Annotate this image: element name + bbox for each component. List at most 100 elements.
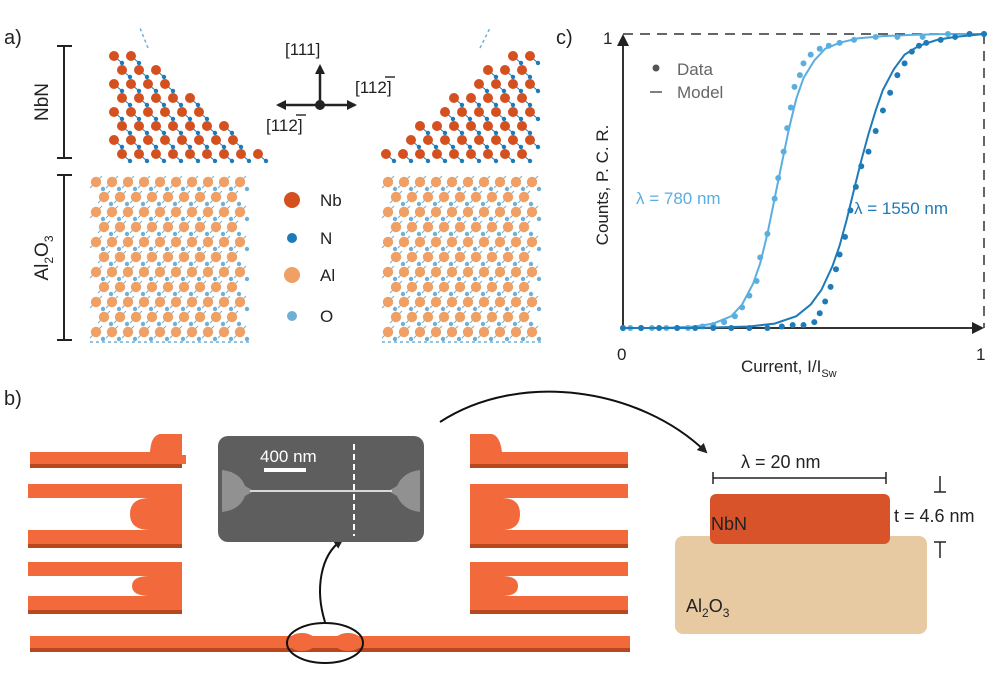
al-atom [202, 296, 214, 308]
al-atom [414, 296, 426, 308]
al-atom [406, 221, 418, 233]
data-point-1 [674, 325, 681, 331]
al-atom [210, 281, 222, 293]
n-atom [510, 130, 516, 136]
data-point-0 [800, 60, 807, 67]
o-atom [148, 186, 154, 192]
al-atom [186, 326, 198, 338]
n-atom [450, 144, 456, 150]
o-atom [392, 246, 398, 252]
n-atom [527, 102, 533, 108]
o-atom [432, 291, 438, 297]
n-atom [153, 116, 159, 122]
al-atom [202, 176, 214, 188]
nb-atom [109, 107, 119, 117]
panel-a: a) NbN Al2O3 [111] [112] [4, 27, 542, 343]
o-atom [212, 306, 218, 312]
nb-atom [500, 149, 510, 159]
nb-atom [483, 121, 493, 131]
data-point-1 [937, 36, 944, 43]
o-atom [212, 246, 218, 252]
o-atom [512, 201, 518, 207]
n-atom [119, 60, 125, 66]
al-atom [114, 221, 126, 233]
substrate-bracket [57, 174, 72, 341]
al-atom [382, 236, 394, 248]
al-atom [218, 296, 230, 308]
crystal-lattice-left [89, 27, 269, 343]
n-atom [136, 60, 142, 66]
al-atom [398, 326, 410, 338]
o-atom [504, 276, 510, 282]
al-atom [98, 251, 110, 263]
o-atom [236, 201, 242, 207]
nb-atom [168, 121, 178, 131]
nbn-film-block [710, 494, 890, 544]
al-atom [146, 311, 158, 323]
al-atom [414, 236, 426, 248]
data-point-1 [728, 325, 735, 331]
n-atom [493, 158, 499, 164]
data-point-0 [764, 230, 771, 237]
n-atom [204, 116, 210, 122]
al-atom [510, 326, 522, 338]
o-atom [520, 276, 526, 282]
nbn-block-label: NbN [711, 514, 747, 534]
al-atom [234, 176, 246, 188]
al-atom [518, 311, 530, 323]
o-atom [528, 261, 534, 267]
nb-atom [466, 149, 476, 159]
al-atom [98, 281, 110, 293]
al-atom [98, 221, 110, 233]
o-atom [512, 231, 518, 237]
nb-atom [117, 149, 127, 159]
data-point-0 [780, 148, 787, 155]
o-atom [528, 291, 534, 297]
o-atom [496, 321, 502, 327]
al-atom [138, 206, 150, 218]
al-atom [430, 176, 442, 188]
al-atom [494, 326, 506, 338]
o-atom [212, 276, 218, 282]
o-atom [512, 291, 518, 297]
o-atom [244, 306, 250, 312]
al-atom [462, 296, 474, 308]
n-atom [527, 74, 533, 80]
nb-atom [151, 65, 161, 75]
o-atom [212, 186, 218, 192]
nb-atom [449, 149, 459, 159]
data-point-1 [887, 89, 894, 96]
n-atom [442, 158, 448, 164]
al-atom [98, 191, 110, 203]
o-atom [472, 216, 478, 222]
o-atom [488, 276, 494, 282]
n-atom [195, 102, 201, 108]
n-atom [178, 130, 184, 136]
crystal-lattice-right [381, 27, 542, 343]
n-atom [501, 144, 507, 150]
nb-atom [491, 79, 501, 89]
axis-11-2-right-label: [112] [355, 76, 395, 97]
n-atom [510, 102, 516, 108]
data-point-1 [981, 31, 987, 37]
al-atom [234, 296, 246, 308]
al-atom [114, 311, 126, 323]
o-atom [400, 231, 406, 237]
al-atom [226, 191, 238, 203]
nb-atom [134, 93, 144, 103]
o-atom [440, 276, 446, 282]
o-atom [448, 321, 454, 327]
data-point-1 [908, 48, 915, 55]
al-atom [518, 191, 530, 203]
n-atom [433, 144, 439, 150]
data-point-1 [842, 233, 849, 240]
data-point-0 [791, 83, 798, 90]
n-atom [212, 130, 218, 136]
o-atom [156, 261, 162, 267]
al-atom [234, 206, 246, 218]
nb-atom [185, 121, 195, 131]
data-point-1 [858, 163, 865, 170]
o-atom [244, 276, 250, 282]
al-atom [202, 326, 214, 338]
